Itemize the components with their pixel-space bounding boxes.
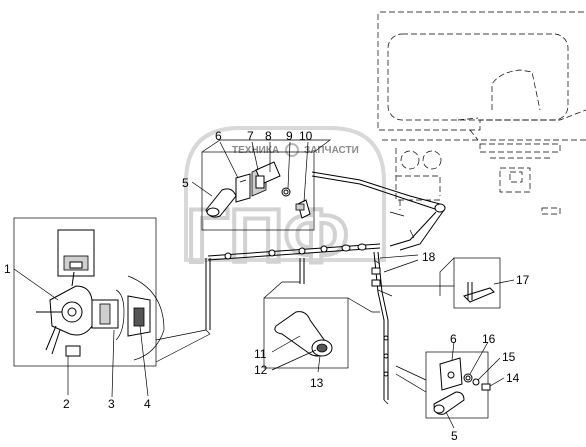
callout-7: 7: [247, 129, 254, 143]
callout-3: 3: [108, 397, 115, 411]
upper-mounting-assembly: [201, 139, 446, 251]
callout-16: 16: [482, 332, 496, 346]
watermark-line2: ЗАПЧАСТИ: [304, 145, 359, 156]
callout-5-upper: 5: [182, 176, 189, 190]
cable-harness: [205, 243, 393, 405]
callout-15: 15: [502, 350, 516, 364]
callout-1: 1: [4, 262, 11, 276]
callout-8: 8: [265, 129, 272, 143]
leader-lines: [13, 141, 515, 429]
watermark-line1: ТЕХНИКА: [232, 145, 279, 156]
callout-12: 12: [254, 363, 268, 377]
callout-13: 13: [310, 376, 324, 390]
callout-11: 11: [254, 347, 267, 361]
callout-5-lower: 5: [451, 429, 458, 443]
lower-detail-assembly: [263, 258, 380, 369]
callout-18: 18: [422, 250, 436, 264]
gear-logo-icon: [285, 143, 299, 157]
callout-4: 4: [144, 397, 151, 411]
left-switch-assembly: [13, 217, 211, 367]
watermark-banner: [184, 126, 386, 262]
callout-6-upper: 6: [215, 129, 222, 143]
callout-6-lower: 6: [450, 332, 457, 346]
vehicle-cab-outline: [377, 11, 586, 215]
callout-labels: 1 2 3 4 5 6 7 8 9 10 11 12 13 14 15 16 1…: [4, 129, 530, 443]
callout-2: 2: [63, 397, 70, 411]
right-bottom-hardware: [395, 351, 491, 419]
right-detail-17: [380, 257, 501, 309]
callout-10: 10: [299, 129, 313, 143]
callout-14: 14: [506, 371, 520, 385]
callout-17: 17: [516, 273, 530, 287]
callout-9: 9: [286, 129, 293, 143]
